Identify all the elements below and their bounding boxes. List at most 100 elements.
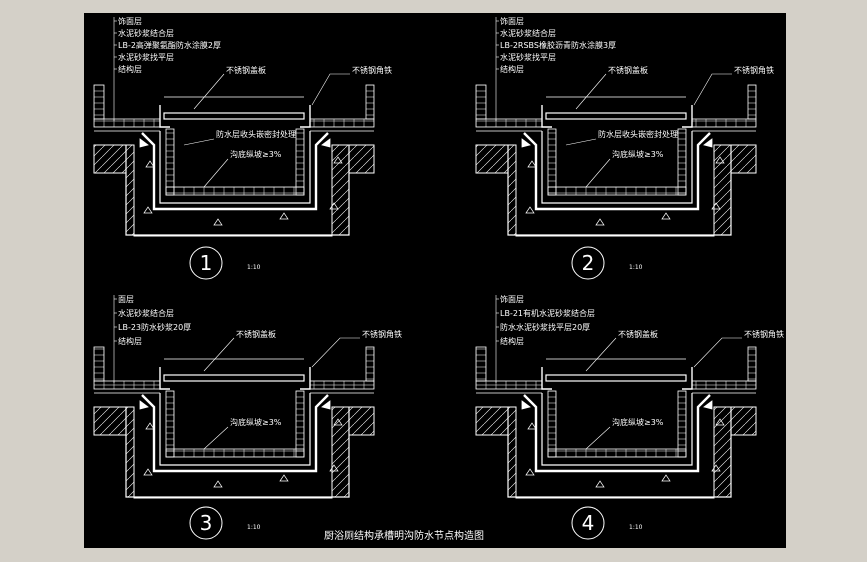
leader-slope <box>203 158 229 188</box>
aggregate-mark <box>145 422 155 430</box>
layer-label-2: 水泥砂浆结合层 <box>500 28 556 38</box>
layer-label-4: 水泥砂浆找平层 <box>500 52 556 62</box>
wall-left <box>93 346 105 382</box>
wall-right <box>365 84 375 120</box>
wall-right <box>747 346 757 382</box>
trench-lining-left <box>165 390 175 458</box>
layer-label-3: LB-2RSBS橡胶沥青防水涂膜3厚 <box>500 40 616 50</box>
layer-label-4: 结构层 <box>118 336 142 346</box>
layer-label-2: LB-21有机水泥砂浆结合层 <box>500 308 595 318</box>
floor-tile-left <box>93 118 161 128</box>
wall-right <box>365 346 375 382</box>
floor-tile-left <box>93 380 161 390</box>
aggregate-mark <box>595 480 605 488</box>
aggregate-mark <box>329 202 339 210</box>
detail-number: 4 <box>582 511 595 535</box>
cover-plate-label: 不锈钢盖板 <box>608 65 648 75</box>
leader-angle <box>693 73 732 106</box>
trench-section-drawing <box>475 295 757 499</box>
aggregate-mark <box>279 474 289 482</box>
wall-left <box>475 346 487 382</box>
aggregate-mark <box>595 218 605 226</box>
drawing-title: 厨浴厕结构承槽明沟防水节点构造图 <box>324 529 484 542</box>
trench-section-drawing <box>475 17 757 237</box>
layer-label-2: 水泥砂浆结合层 <box>118 308 174 318</box>
angle-steel-left <box>159 367 170 390</box>
wall-right <box>747 84 757 120</box>
floor-tile-right <box>309 118 375 128</box>
aggregate-mark <box>661 212 671 220</box>
seal-label: 防水层收头嵌密封处理 <box>216 129 296 139</box>
layer-label-1: 饰面层 <box>500 16 524 26</box>
detail-number-circle <box>189 246 223 280</box>
leader-angle <box>693 337 742 368</box>
aggregate-mark <box>279 212 289 220</box>
trench-lining-bottom <box>165 448 305 458</box>
trench-lining-left <box>547 128 557 196</box>
detail-number-circle <box>189 506 223 540</box>
aggregate-mark <box>525 206 535 214</box>
leader-angle <box>311 337 360 368</box>
trench-lining-bottom <box>547 448 687 458</box>
angle-steel-right <box>300 105 311 128</box>
aggregate-mark <box>715 418 725 426</box>
trench-lining-right <box>677 128 687 196</box>
waterproof-membrane <box>523 132 711 211</box>
trench-section-drawing <box>93 295 375 499</box>
sealant-left <box>139 400 149 410</box>
detail-2: 饰面层 水泥砂浆结合层 LB-2RSBS橡胶沥青防水涂膜3厚 水泥砂浆找平层 结… <box>475 16 774 280</box>
detail-scale: 1:10 <box>247 524 261 531</box>
wall-left <box>475 84 487 120</box>
floor-tile-left <box>475 118 543 128</box>
detail-scale: 1:10 <box>629 524 643 531</box>
leader-cover <box>575 73 607 110</box>
detail-3: 面层 水泥砂浆结合层 LB-23防水砂浆20厚 结构层 不锈钢盖板 不锈钢角铁 … <box>93 295 402 540</box>
aggregate-mark <box>527 160 537 168</box>
aggregate-mark <box>329 464 339 472</box>
detail-number-circle <box>571 506 605 540</box>
detail-1: 饰面层 水泥砂浆结合层 LB-2高弹聚氨酯防水涂膜2厚 水泥砂浆找平层 结构层 … <box>93 16 392 280</box>
aggregate-mark <box>661 474 671 482</box>
wall-left <box>93 84 105 120</box>
layer-label-4: 结构层 <box>500 336 524 346</box>
trench-inner-wall <box>541 131 693 204</box>
cover-plate-label: 不锈钢盖板 <box>226 65 266 75</box>
trench-lining-right <box>677 390 687 458</box>
aggregate-mark <box>527 422 537 430</box>
cover-plate <box>545 374 687 382</box>
layer-label-1: 饰面层 <box>118 16 142 26</box>
leader-seal <box>183 138 215 146</box>
layer-label-5: 结构层 <box>500 64 524 74</box>
slope-label: 沟底纵坡≥3% <box>230 149 282 159</box>
sealant-right <box>321 138 331 148</box>
cover-plate-label: 不锈钢盖板 <box>618 329 658 339</box>
trench-lining-left <box>165 128 175 196</box>
aggregate-mark <box>711 202 721 210</box>
angle-steel-left <box>541 105 552 128</box>
slope-label: 沟底纵坡≥3% <box>612 149 664 159</box>
sealant-right <box>703 400 713 410</box>
cover-plate <box>545 112 687 120</box>
layer-label-5: 结构层 <box>118 64 142 74</box>
layer-label-3: LB-2高弹聚氨酯防水涂膜2厚 <box>118 40 221 50</box>
angle-steel-left <box>159 105 170 128</box>
detail-4: 饰面层 LB-21有机水泥砂浆结合层 防水水泥砂浆找平层20厚 结构层 不锈钢盖… <box>475 294 784 540</box>
cover-plate-label: 不锈钢盖板 <box>236 329 276 339</box>
aggregate-mark <box>715 156 725 164</box>
angle-steel-right <box>682 367 693 390</box>
leader-angle <box>311 73 350 106</box>
leader-seal <box>565 138 597 146</box>
sealant-left <box>139 138 149 148</box>
detail-number: 1 <box>200 251 213 275</box>
leader-cover <box>203 337 235 372</box>
sealant-right <box>321 400 331 410</box>
trench-lining-bottom <box>165 186 305 196</box>
layer-label-2: 水泥砂浆结合层 <box>118 28 174 38</box>
leader-slope <box>203 426 229 450</box>
slope-label: 沟底纵坡≥3% <box>230 417 282 427</box>
layer-label-3: LB-23防水砂浆20厚 <box>118 322 191 332</box>
waterproof-membrane <box>523 394 711 473</box>
layer-label-1: 饰面层 <box>500 294 524 304</box>
trench-lining-right <box>295 128 305 196</box>
detail-scale: 1:10 <box>247 264 261 271</box>
